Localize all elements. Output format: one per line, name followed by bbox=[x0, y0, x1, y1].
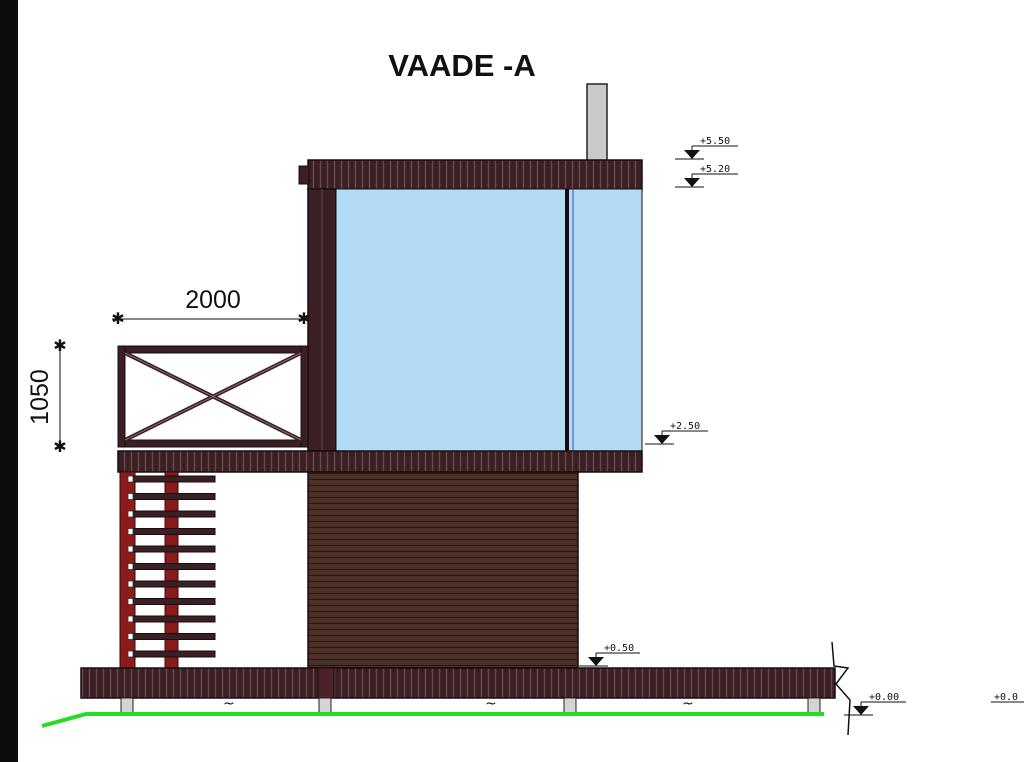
ladder-rung bbox=[132, 475, 216, 483]
roof-edge-trim bbox=[298, 165, 310, 185]
window-mullion bbox=[565, 189, 569, 451]
ground-mark: ~ bbox=[485, 696, 497, 712]
roof-slab bbox=[307, 159, 643, 191]
ladder-peg bbox=[127, 545, 134, 553]
lower-clad-wall bbox=[307, 471, 579, 669]
base-post bbox=[317, 667, 335, 699]
ground-mark: ~ bbox=[223, 696, 235, 712]
height-dimension: ✱ ✱ 1050 bbox=[26, 336, 67, 456]
ladder-rung bbox=[132, 580, 216, 588]
ladder-rung bbox=[132, 615, 216, 623]
ladder-rung bbox=[132, 598, 216, 605]
ladder-peg bbox=[127, 598, 134, 605]
level-marker: +0.00 bbox=[844, 692, 906, 716]
height-dimension-label: 1050 bbox=[26, 369, 54, 425]
ladder-rung bbox=[132, 510, 216, 518]
balcony-railing bbox=[117, 345, 309, 448]
ladder-rung bbox=[132, 650, 216, 658]
ladder-peg bbox=[127, 493, 134, 500]
chimney bbox=[586, 83, 608, 162]
ladder-peg bbox=[127, 510, 134, 518]
svg-text:✱: ✱ bbox=[111, 309, 124, 328]
level-label: +0.00 bbox=[869, 692, 899, 703]
ladder-peg bbox=[127, 528, 134, 535]
ladder-peg bbox=[127, 580, 134, 588]
ladder-rung bbox=[132, 528, 216, 535]
level-marker: +2.50 bbox=[645, 421, 708, 445]
ladder-rung bbox=[132, 493, 216, 500]
ladder-rung bbox=[132, 633, 216, 640]
foundation-piers bbox=[120, 697, 821, 714]
ladder-peg bbox=[127, 615, 134, 623]
level-label: +5.20 bbox=[700, 164, 730, 175]
break-line bbox=[831, 641, 851, 736]
window-edge bbox=[0, 0, 18, 762]
floor-slab bbox=[117, 450, 643, 473]
ladder bbox=[119, 471, 216, 698]
svg-text:✱: ✱ bbox=[53, 437, 66, 456]
level-label: +0.50 bbox=[604, 643, 634, 654]
ladder-peg bbox=[127, 563, 134, 570]
level-marker: +5.50 bbox=[675, 136, 738, 160]
level-marker: +0.50 bbox=[579, 643, 640, 667]
width-dimension: ✱ ✱ 2000 bbox=[111, 286, 310, 328]
base-deck bbox=[80, 667, 836, 699]
level-label: +0.0 bbox=[994, 692, 1018, 703]
drawing-title: VAADE -A bbox=[388, 48, 536, 83]
ladder-rung bbox=[132, 545, 216, 553]
ground-mark: ~ bbox=[682, 696, 694, 712]
level-marker: +0.0 bbox=[991, 692, 1024, 703]
level-marker: +5.20 bbox=[675, 164, 738, 188]
level-label: +5.50 bbox=[700, 136, 730, 147]
glass-facade bbox=[335, 188, 643, 452]
level-label: +2.50 bbox=[670, 421, 700, 432]
svg-text:✱: ✱ bbox=[297, 309, 310, 328]
ladder-peg bbox=[127, 650, 134, 658]
ground-line bbox=[41, 712, 824, 728]
ladder-rung bbox=[132, 563, 216, 570]
ladder-peg bbox=[127, 633, 134, 640]
width-dimension-label: 2000 bbox=[185, 286, 241, 314]
svg-text:✱: ✱ bbox=[53, 336, 66, 355]
ladder-peg bbox=[127, 475, 134, 483]
